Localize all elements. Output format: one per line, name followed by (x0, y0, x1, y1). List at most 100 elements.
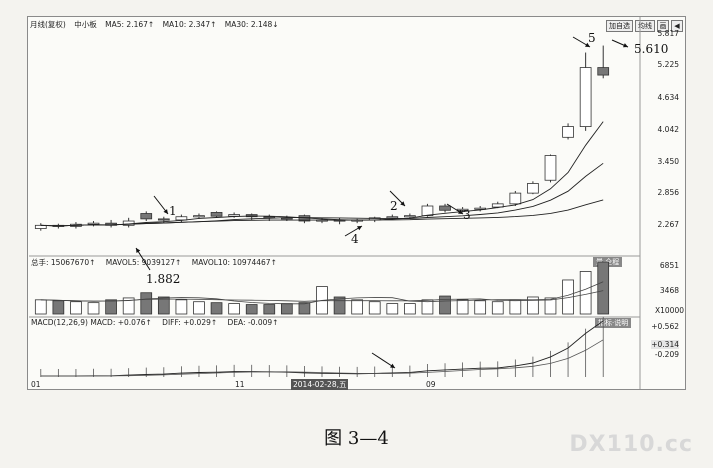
mavol10-line (40, 290, 604, 302)
volume-bar (298, 302, 311, 315)
volume-bar (105, 299, 117, 315)
candle-body (579, 67, 592, 127)
volume-bar (404, 303, 416, 315)
volume-bar (597, 261, 610, 315)
volume-bar (527, 296, 539, 315)
macd-label: MACD(12,26,9) MACD: +0.076↑ (31, 318, 152, 327)
annotation-5: 5 (588, 31, 596, 45)
candle-body (509, 192, 522, 205)
arrow-4-head (357, 226, 362, 231)
chart-header: 月线(复权) 中小板 MA5: 2.167↑ MA10: 2.347↑ MA30… (30, 19, 285, 31)
volume-unit: X10000 (655, 306, 684, 315)
volume-bar (34, 299, 47, 315)
annotation-2: 2 (390, 199, 398, 213)
price-tick: 5.225 (657, 60, 679, 69)
price-axis: 5.817 5.225 4.634 4.042 3.450 2.856 2.26… (641, 17, 685, 257)
volume-bar (157, 296, 170, 315)
figure-caption: 图 3—4 (324, 428, 389, 449)
price-tick: 2.856 (657, 188, 679, 197)
volume-bar (210, 302, 223, 315)
volume-bar (280, 303, 293, 315)
board-label: 中小板 (74, 20, 97, 29)
arrow-high-head (623, 43, 628, 48)
volume-bar (70, 301, 82, 315)
volume-header: 总手: 15067670↑ MAVOL5: 9039127↑ MAVOL10: … (31, 257, 285, 268)
candle-body (228, 214, 240, 217)
ma5-line (40, 121, 604, 227)
mavol5-label: MAVOL5: 9039127↑ (105, 258, 182, 267)
annotation-4: 4 (351, 232, 359, 246)
candle-body (404, 215, 416, 218)
x-tick: 09 (426, 380, 436, 389)
candle-body (386, 216, 399, 219)
arrow-2-head (400, 201, 405, 206)
volume-bar (175, 299, 188, 315)
candle-body (34, 224, 47, 229)
collapse-icon[interactable]: ◀ (671, 20, 683, 32)
annotation-high-price: 5.610 (634, 42, 669, 56)
ma5-label: MA5: 2.167↑ (105, 20, 155, 29)
macd-tag[interactable]: 指标·说明 (595, 318, 632, 328)
draw-button[interactable]: 画 (657, 20, 669, 32)
ma30-line (40, 199, 604, 227)
volume-tick: 6851 (659, 261, 679, 270)
volume-bar (140, 292, 153, 315)
x-tick: 11 (235, 380, 245, 389)
ma30-label: MA30: 2.148↓ (224, 20, 279, 29)
candle-body (87, 222, 100, 225)
arrow-low-head (136, 248, 141, 253)
diff-label: DIFF: +0.029↑ (162, 318, 218, 327)
volume-tick: 3468 (659, 286, 679, 295)
candle-body (140, 213, 153, 220)
dea-label: DEA: -0.009↑ (227, 318, 279, 327)
candle-body (210, 212, 223, 217)
candle-body (421, 205, 434, 217)
volume-bar (421, 299, 434, 315)
arrow-3-head (458, 209, 463, 214)
macd-tick: +0.314 (651, 340, 679, 349)
volume-bar (351, 299, 364, 315)
volume-bar (333, 296, 346, 315)
candle-body (175, 216, 188, 221)
toolbar: 加自选 均线 画 ◀ (606, 20, 683, 32)
volume-bar (263, 304, 276, 315)
volume-bar (474, 300, 487, 315)
volume-bar (509, 299, 522, 315)
volume-bar (87, 302, 100, 315)
add-watchlist-button[interactable]: 加自选 (606, 20, 633, 32)
price-tick: 2.267 (657, 220, 679, 229)
volume-bar (579, 271, 592, 315)
diff-line (40, 320, 604, 377)
volume-total-label: 总手: 15067670↑ (31, 258, 96, 267)
annotation-low-price: 1.882 (146, 272, 181, 286)
volume-bar (193, 301, 205, 315)
price-tick: 3.450 (657, 157, 679, 166)
volume-bar (52, 300, 65, 315)
price-tick: 4.634 (657, 93, 679, 102)
volume-bar (439, 295, 451, 315)
annotation-1: 1 (169, 204, 177, 218)
macd-axis: +0.562 +0.314 -0.209 (641, 317, 685, 381)
macd-tick: -0.209 (654, 350, 679, 359)
candle-body (544, 155, 557, 181)
volume-bar (122, 297, 135, 315)
arrow-5-head (585, 42, 590, 47)
volume-bar (456, 299, 469, 315)
arrow-macd (371, 352, 396, 369)
dea-line (40, 339, 604, 377)
x-cursor-date: 2014-02-28,五 (291, 379, 349, 390)
watermark: DX110.cc (569, 432, 693, 457)
candle-body (562, 126, 574, 138)
macd-tick: +0.562 (651, 322, 679, 331)
candle-body (157, 218, 170, 221)
volume-bar (386, 303, 399, 315)
arrow-macd-head (390, 363, 395, 368)
volume-bar (491, 301, 504, 315)
candle-body (527, 183, 539, 194)
macd-header: MACD(12,26,9) MACD: +0.076↑ DIFF: +0.029… (31, 318, 286, 327)
chart-title: 月线(复权) (30, 20, 66, 29)
volume-bar (368, 301, 381, 315)
volume-bar (228, 303, 240, 315)
arrow-1-head (163, 209, 168, 214)
